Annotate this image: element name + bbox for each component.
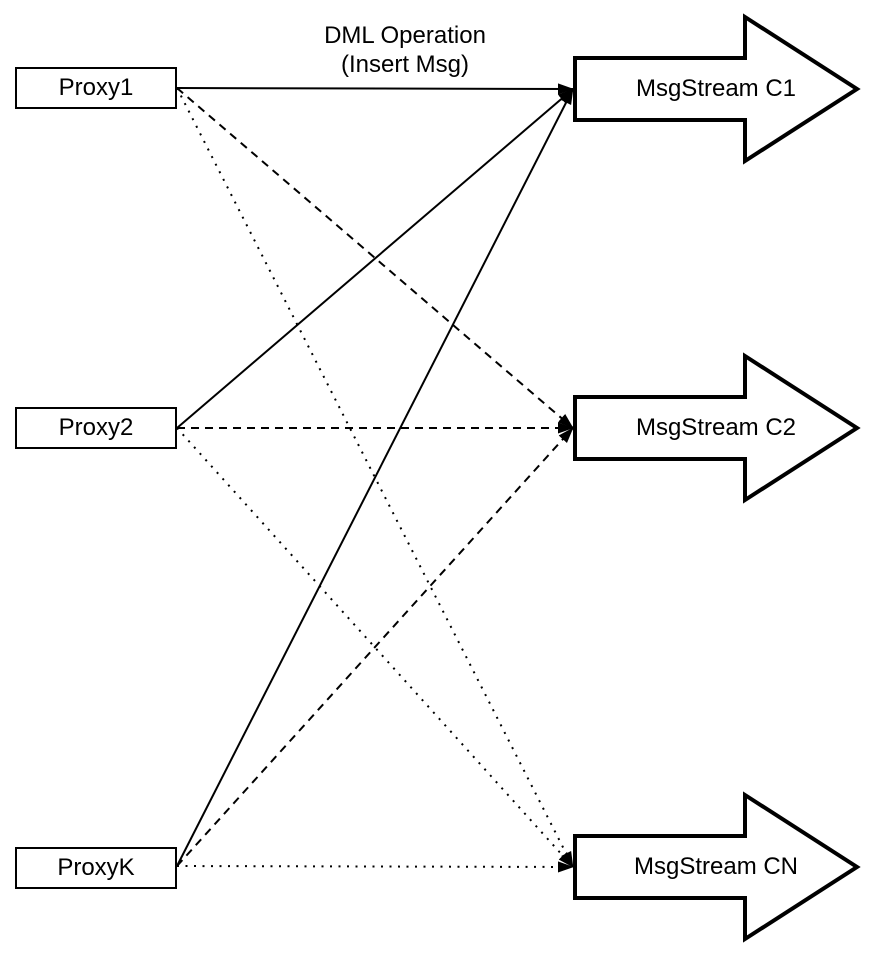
edge-annotation-line2: (Insert Msg) [340,51,469,78]
msgstream-c1-arrow-shape [573,13,861,165]
edge-lines-group [176,83,574,873]
msgstream-c2-arrow-shape [573,352,861,504]
edge-proxy1-c2-dashed [176,87,574,429]
edge-proxy1-c1-solid [176,83,574,95]
node-proxyk: ProxyK [15,847,177,889]
edge-proxy1-cn-dotted [176,87,574,868]
stream-shapes-group [573,13,861,943]
node-proxy1: Proxy1 [15,67,177,109]
edge-proxyk-cn-dotted [176,861,574,873]
msgstream-cn-arrow-shape [573,791,861,943]
edge-annotation: DML Operation (Insert Msg) [295,21,515,79]
edge-proxy2-c1-solid [176,88,574,429]
edge-proxyk-c2-dashed [176,427,574,867]
edge-annotation-line1: DML Operation [324,22,486,49]
node-proxy2: Proxy2 [15,407,177,449]
edge-proxyk-c1-solid [176,88,574,867]
